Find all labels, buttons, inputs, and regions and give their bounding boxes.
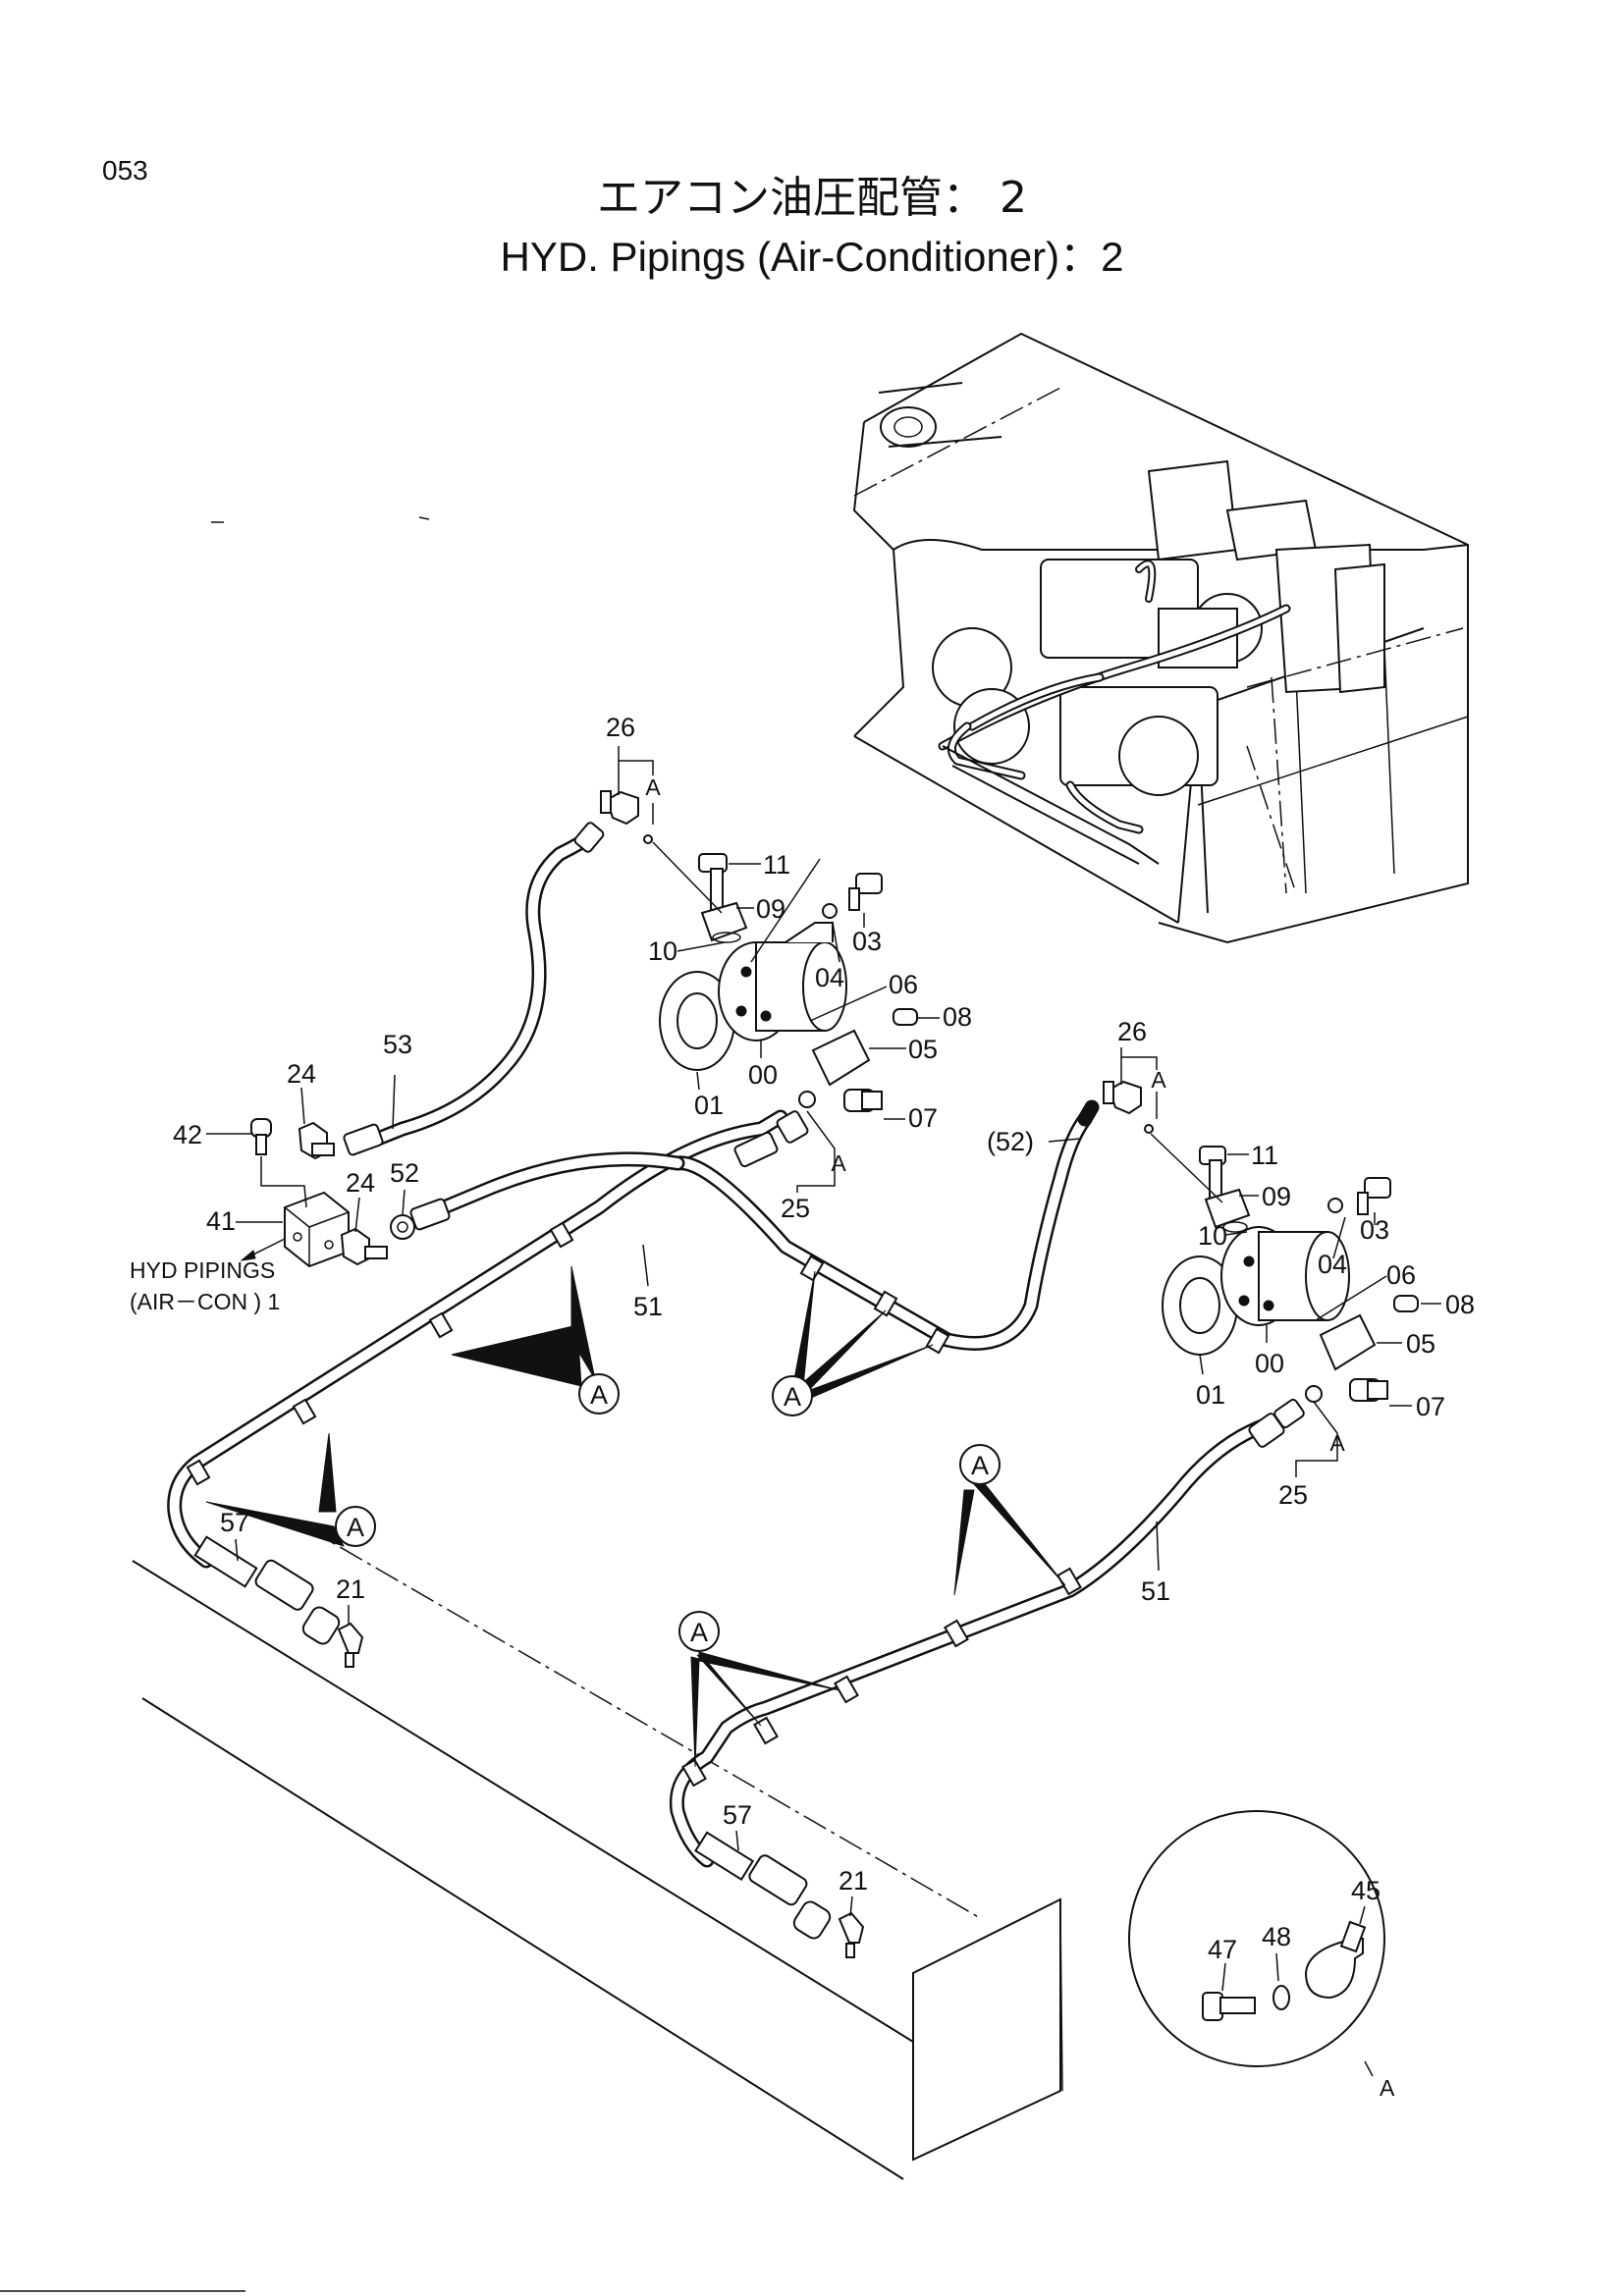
label-42: 42: [173, 1120, 202, 1149]
label-53: 53: [383, 1030, 412, 1059]
label-57-left: 57: [220, 1508, 249, 1537]
label-21-left: 21: [336, 1575, 365, 1604]
label-04-lower: 04: [1318, 1250, 1347, 1279]
label-07-lower: 07: [1416, 1392, 1445, 1421]
pipe-51-left: [167, 1109, 1093, 1569]
label-01-upper: 01: [694, 1091, 724, 1120]
label-25-left: 25: [781, 1194, 810, 1223]
callout-a-4: [959, 1444, 1001, 1485]
elbow-24-lower: [340, 1227, 388, 1266]
label-03-lower: 03: [1360, 1215, 1389, 1245]
label-01-lower: 01: [1196, 1380, 1225, 1410]
motor-assembly-upper: [659, 853, 918, 1112]
label-47: 47: [1208, 1935, 1237, 1964]
detail-a-view: A: [1128, 1810, 1395, 2101]
page-number: 053: [102, 155, 148, 186]
elbow-24-upper: [298, 1121, 335, 1160]
frame-platform-illustration: [132, 1525, 1063, 2180]
label-52-ref: (52): [987, 1127, 1034, 1156]
label-45: 45: [1351, 1876, 1380, 1905]
callout-a-1: [578, 1373, 620, 1415]
callout-a-3-text: A: [347, 1513, 364, 1542]
callout-a-1-text: A: [590, 1380, 608, 1410]
fitting-57-left-assembly: [193, 1535, 364, 1668]
manifold-block-41: [284, 1191, 350, 1268]
label-10-upper: 10: [648, 936, 677, 966]
label-52: 52: [390, 1158, 419, 1188]
label-09-upper: 09: [756, 894, 785, 924]
marker-a-left-25: A: [831, 1150, 846, 1176]
label-26-lower: 26: [1117, 1017, 1147, 1046]
label-04-upper: 04: [815, 963, 844, 992]
label-00-lower: 00: [1255, 1349, 1284, 1378]
label-25-right: 25: [1278, 1480, 1308, 1510]
bolt-42: [250, 1118, 272, 1155]
marker-a-right-25: A: [1329, 1430, 1345, 1456]
reference-note-line1: HYD PIPINGS: [130, 1257, 275, 1283]
label-21-right: 21: [839, 1866, 868, 1896]
part-number-labels: 26 11 09 03 10 04 06 08 05 00 01 07 25 5…: [173, 713, 1475, 1964]
label-26-upper: 26: [606, 713, 635, 742]
fitting-57-right-assembly: [694, 1831, 865, 1958]
label-08-lower: 08: [1445, 1290, 1475, 1319]
label-03-upper: 03: [852, 927, 882, 956]
label-51-left: 51: [633, 1292, 663, 1321]
detail-a-label: A: [1380, 2075, 1395, 2101]
marker-a-lower-26: A: [1151, 1067, 1166, 1093]
label-08-upper: 08: [943, 1002, 972, 1032]
callout-a-4-text: A: [971, 1451, 989, 1480]
title-japanese: エアコン油圧配管： 2: [597, 173, 1027, 223]
reference-note-line2: (AIR－CON ) 1: [130, 1289, 280, 1314]
label-09-lower: 09: [1262, 1182, 1291, 1211]
label-24-upper: 24: [287, 1059, 316, 1089]
label-57-right: 57: [723, 1800, 752, 1830]
callout-a-5: [678, 1611, 720, 1652]
callout-a-5-text: A: [690, 1618, 708, 1647]
label-05-lower: 05: [1406, 1329, 1435, 1359]
label-10-lower: 10: [1198, 1221, 1227, 1251]
circled-a-callouts: A A A A A: [335, 1373, 1001, 1652]
label-07-upper: 07: [908, 1103, 938, 1133]
label-06-upper: 06: [889, 970, 918, 999]
plain-a-markers: A A A A: [645, 774, 1345, 1456]
label-41: 41: [206, 1206, 236, 1236]
motor-assembly-lower: [1103, 1080, 1419, 1402]
callout-a-2: [772, 1375, 813, 1416]
label-11-upper: 11: [763, 850, 790, 880]
hose-52: [390, 1131, 779, 1240]
pipe-51-right: [669, 1099, 1272, 1868]
elbow-26-upper: [600, 790, 653, 844]
label-48: 48: [1262, 1922, 1291, 1951]
reference-note: HYD PIPINGS (AIR－CON ) 1: [130, 1257, 280, 1314]
leader-lines: [206, 746, 1441, 1917]
label-51-right: 51: [1141, 1576, 1170, 1606]
marker-a-upper-26: A: [645, 774, 661, 800]
label-06-lower: 06: [1386, 1260, 1416, 1290]
clamps-right: [681, 1567, 1082, 1788]
label-00-upper: 00: [748, 1060, 778, 1090]
label-05-upper: 05: [908, 1035, 938, 1064]
hose-53: [343, 822, 605, 1156]
callout-a-3: [335, 1506, 376, 1547]
connector-25-left: [776, 1091, 816, 1144]
clamps-left: [186, 1221, 950, 1486]
label-11-lower: 11: [1251, 1141, 1278, 1170]
callout-a-2-text: A: [784, 1382, 801, 1412]
title-english: HYD. Pipings (Air-Conditioner)：2: [500, 234, 1124, 280]
fitting-right-end-25: [1248, 1385, 1323, 1448]
machine-body-illustration: [211, 332, 1469, 944]
label-24-lower: 24: [346, 1168, 375, 1198]
